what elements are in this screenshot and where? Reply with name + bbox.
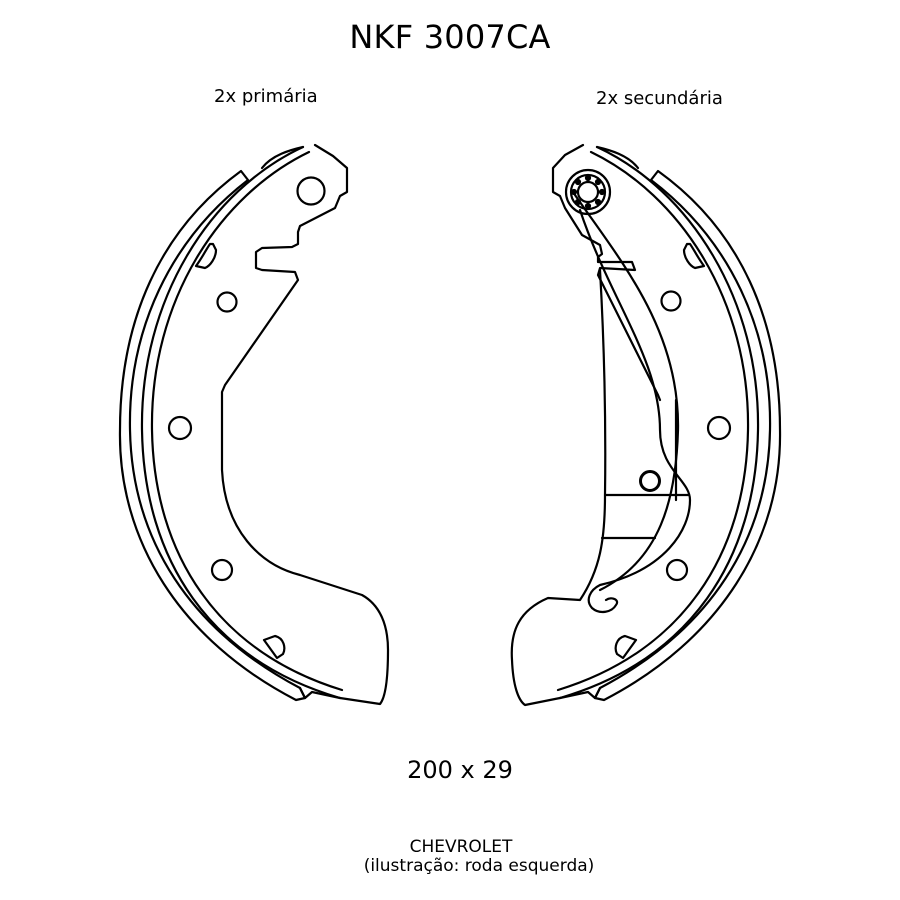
page-title: NKF 3007CA [349,18,551,56]
illustration-note: (ilustração: roda esquerda) [363,856,595,876]
vehicle-make: CHEVROLET [409,837,513,857]
brake-shoe-secondary-icon [510,143,782,707]
primary-shoe-label: 2x primária [214,86,318,107]
brake-shoe-primary-icon [118,143,390,706]
dimensions-label: 200 x 29 [407,756,513,784]
secondary-shoe-label: 2x secundária [596,88,723,109]
roller-bearing-icon [564,168,612,216]
